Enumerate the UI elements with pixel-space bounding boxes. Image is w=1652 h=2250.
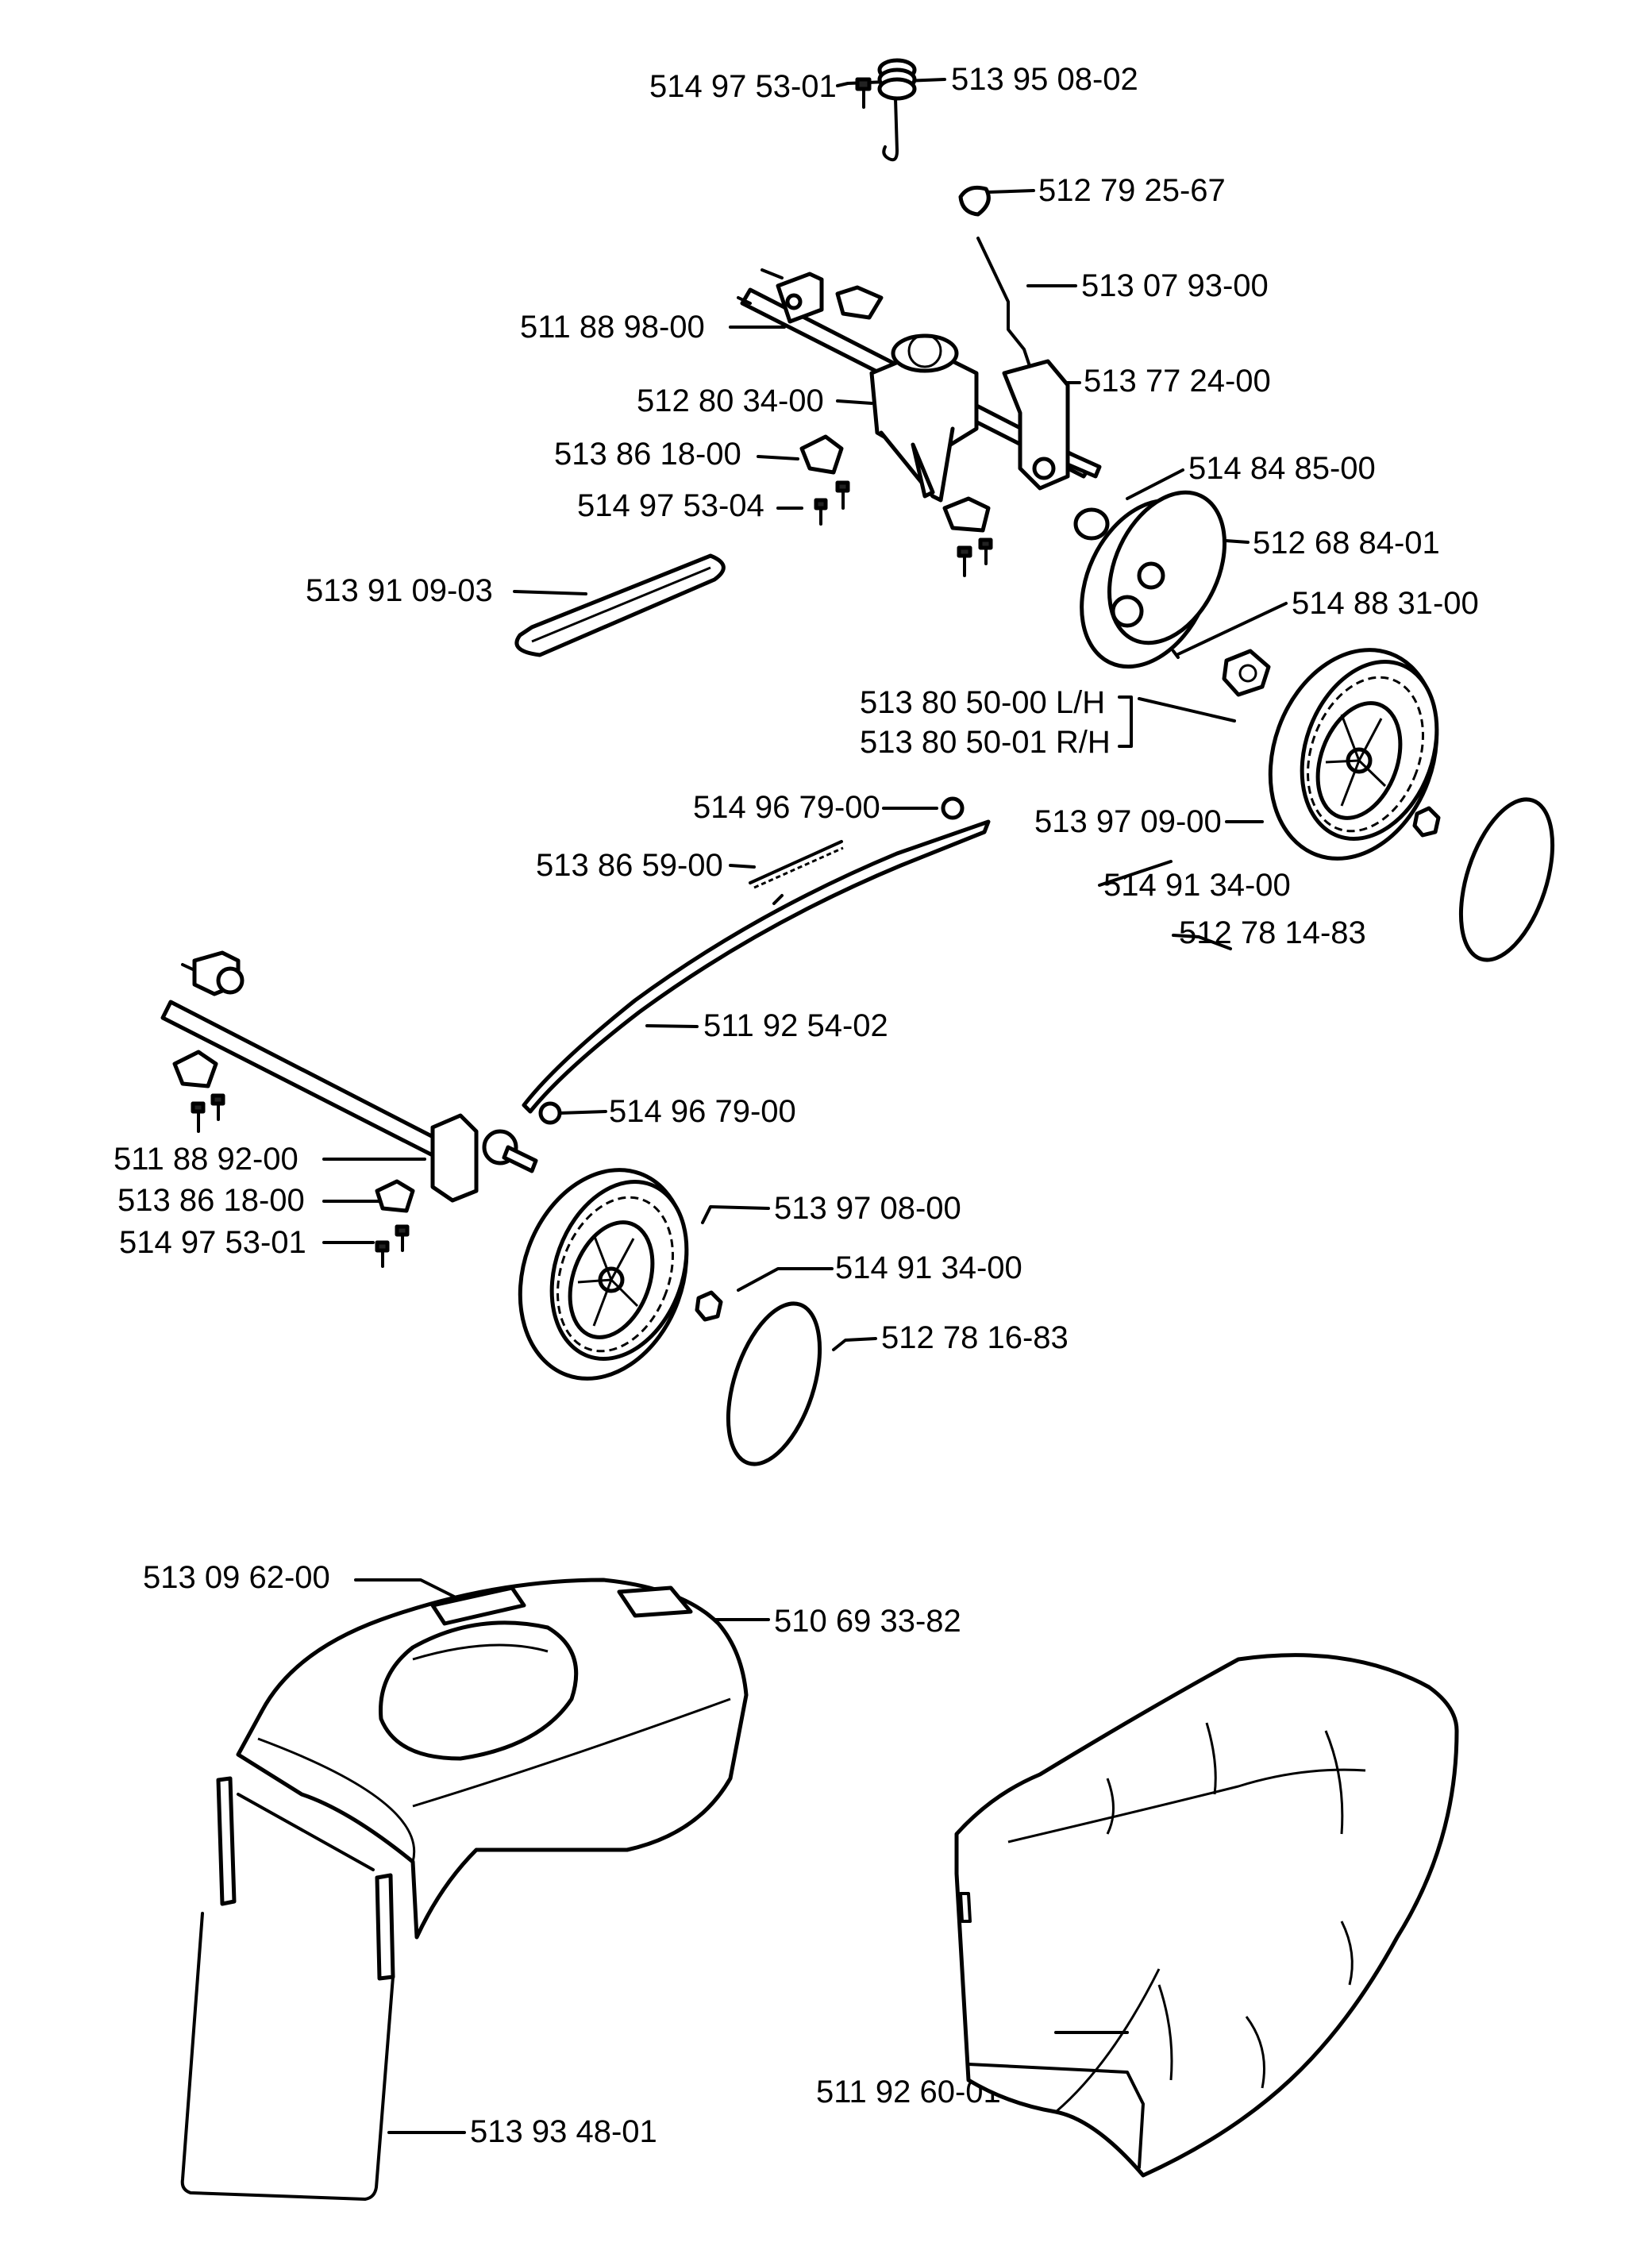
part-labels: 514 97 53-01 513 95 08-02 512 79 25-67 5… bbox=[114, 62, 1479, 2149]
label-knob: 512 79 25-67 bbox=[1038, 173, 1226, 208]
label-screw-upper: 514 97 53-04 bbox=[577, 488, 764, 523]
label-height-rod: 511 92 54-02 bbox=[703, 1008, 888, 1043]
drive-belt-part bbox=[514, 553, 726, 657]
label-hubcap-front: 512 78 16-83 bbox=[881, 1320, 1069, 1355]
label-drive-belt: 513 91 09-03 bbox=[306, 573, 493, 608]
label-spring: 513 95 08-02 bbox=[951, 62, 1138, 97]
label-pulley-bushing: 514 84 85-00 bbox=[1188, 451, 1376, 486]
front-wheel-part bbox=[518, 1168, 822, 1466]
bag-frame-part bbox=[180, 1776, 395, 2201]
label-clip-upper: 513 86 18-00 bbox=[554, 437, 741, 472]
label-rear-axle: 511 88 98-00 bbox=[520, 310, 705, 345]
spring-assembly bbox=[855, 58, 917, 162]
label-nut-lower: 514 91 34-00 bbox=[835, 1250, 1022, 1285]
label-front-wheel: 513 97 08-00 bbox=[774, 1191, 961, 1226]
pulley-cover-part bbox=[1073, 490, 1227, 669]
front-axle-assembly bbox=[160, 950, 538, 1268]
grass-bag-cover bbox=[236, 1578, 749, 1940]
label-front-axle: 511 88 92-00 bbox=[114, 1142, 298, 1177]
grass-bag-fabric-part bbox=[954, 1653, 1459, 2178]
label-lever-rod: 513 07 93-00 bbox=[1081, 268, 1269, 303]
label-hubcap-rear: 512 78 14-83 bbox=[1179, 915, 1366, 950]
gearbox-assembly bbox=[737, 185, 1102, 577]
label-small-screw: 514 88 31-00 bbox=[1292, 586, 1479, 621]
label-rear-wheel: 513 97 09-00 bbox=[1034, 804, 1222, 839]
leader-lines bbox=[322, 78, 1288, 2134]
label-screw-lower: 514 97 53-01 bbox=[119, 1225, 306, 1260]
label-washer-upper: 514 96 79-00 bbox=[693, 790, 880, 825]
label-pinion-lh: 513 80 50-00 L/H bbox=[860, 685, 1105, 720]
label-bag-frame: 513 93 48-01 bbox=[470, 2114, 657, 2149]
label-gearbox: 512 80 34-00 bbox=[637, 383, 824, 418]
label-bracket-right: 513 77 24-00 bbox=[1084, 364, 1271, 399]
label-grass-bag-top: 510 69 33-82 bbox=[774, 1604, 961, 1639]
rear-wheel-part bbox=[1268, 648, 1555, 962]
label-washer-lower: 514 96 79-00 bbox=[609, 1094, 796, 1129]
label-clip-lower: 513 86 18-00 bbox=[117, 1183, 305, 1218]
label-spring-screw: 514 97 53-01 bbox=[649, 69, 837, 104]
pinion-part bbox=[1222, 649, 1271, 697]
label-pulley-cover: 512 68 84-01 bbox=[1253, 526, 1440, 561]
height-rod-assembly bbox=[522, 796, 991, 1125]
label-tension-spring: 513 86 59-00 bbox=[536, 848, 723, 883]
label-decal: 513 09 62-00 bbox=[143, 1560, 330, 1595]
label-pinion-rh: 513 80 50-01 R/H bbox=[860, 725, 1111, 760]
